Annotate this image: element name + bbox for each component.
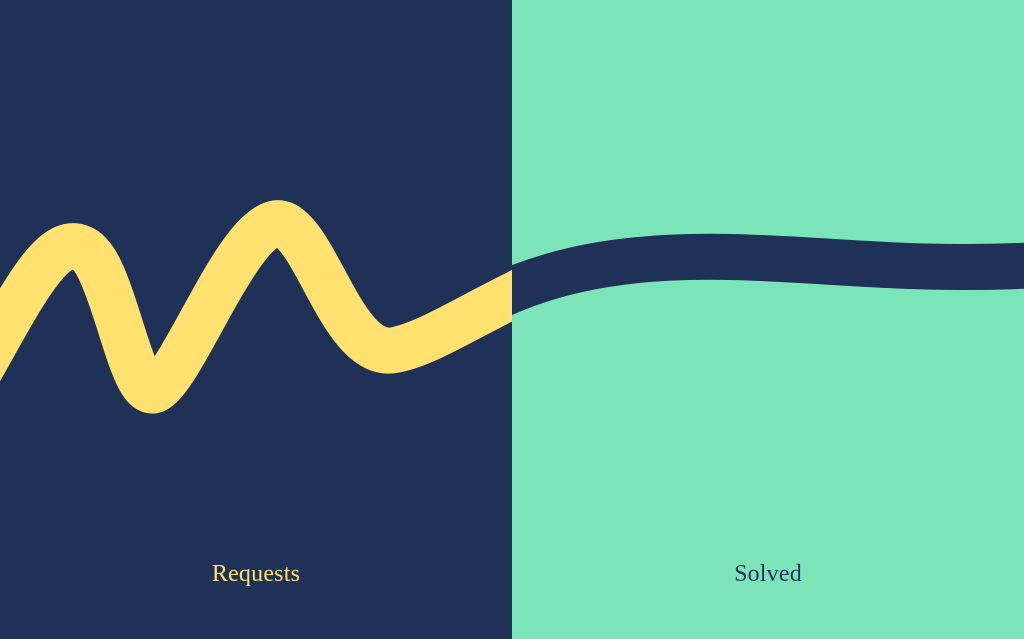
solved-panel xyxy=(512,0,1024,639)
requests-label: Requests xyxy=(211,561,301,587)
smooth-flow-line xyxy=(512,233,1024,316)
chaotic-squiggle-line xyxy=(0,200,512,414)
solved-label: Solved xyxy=(734,561,802,587)
